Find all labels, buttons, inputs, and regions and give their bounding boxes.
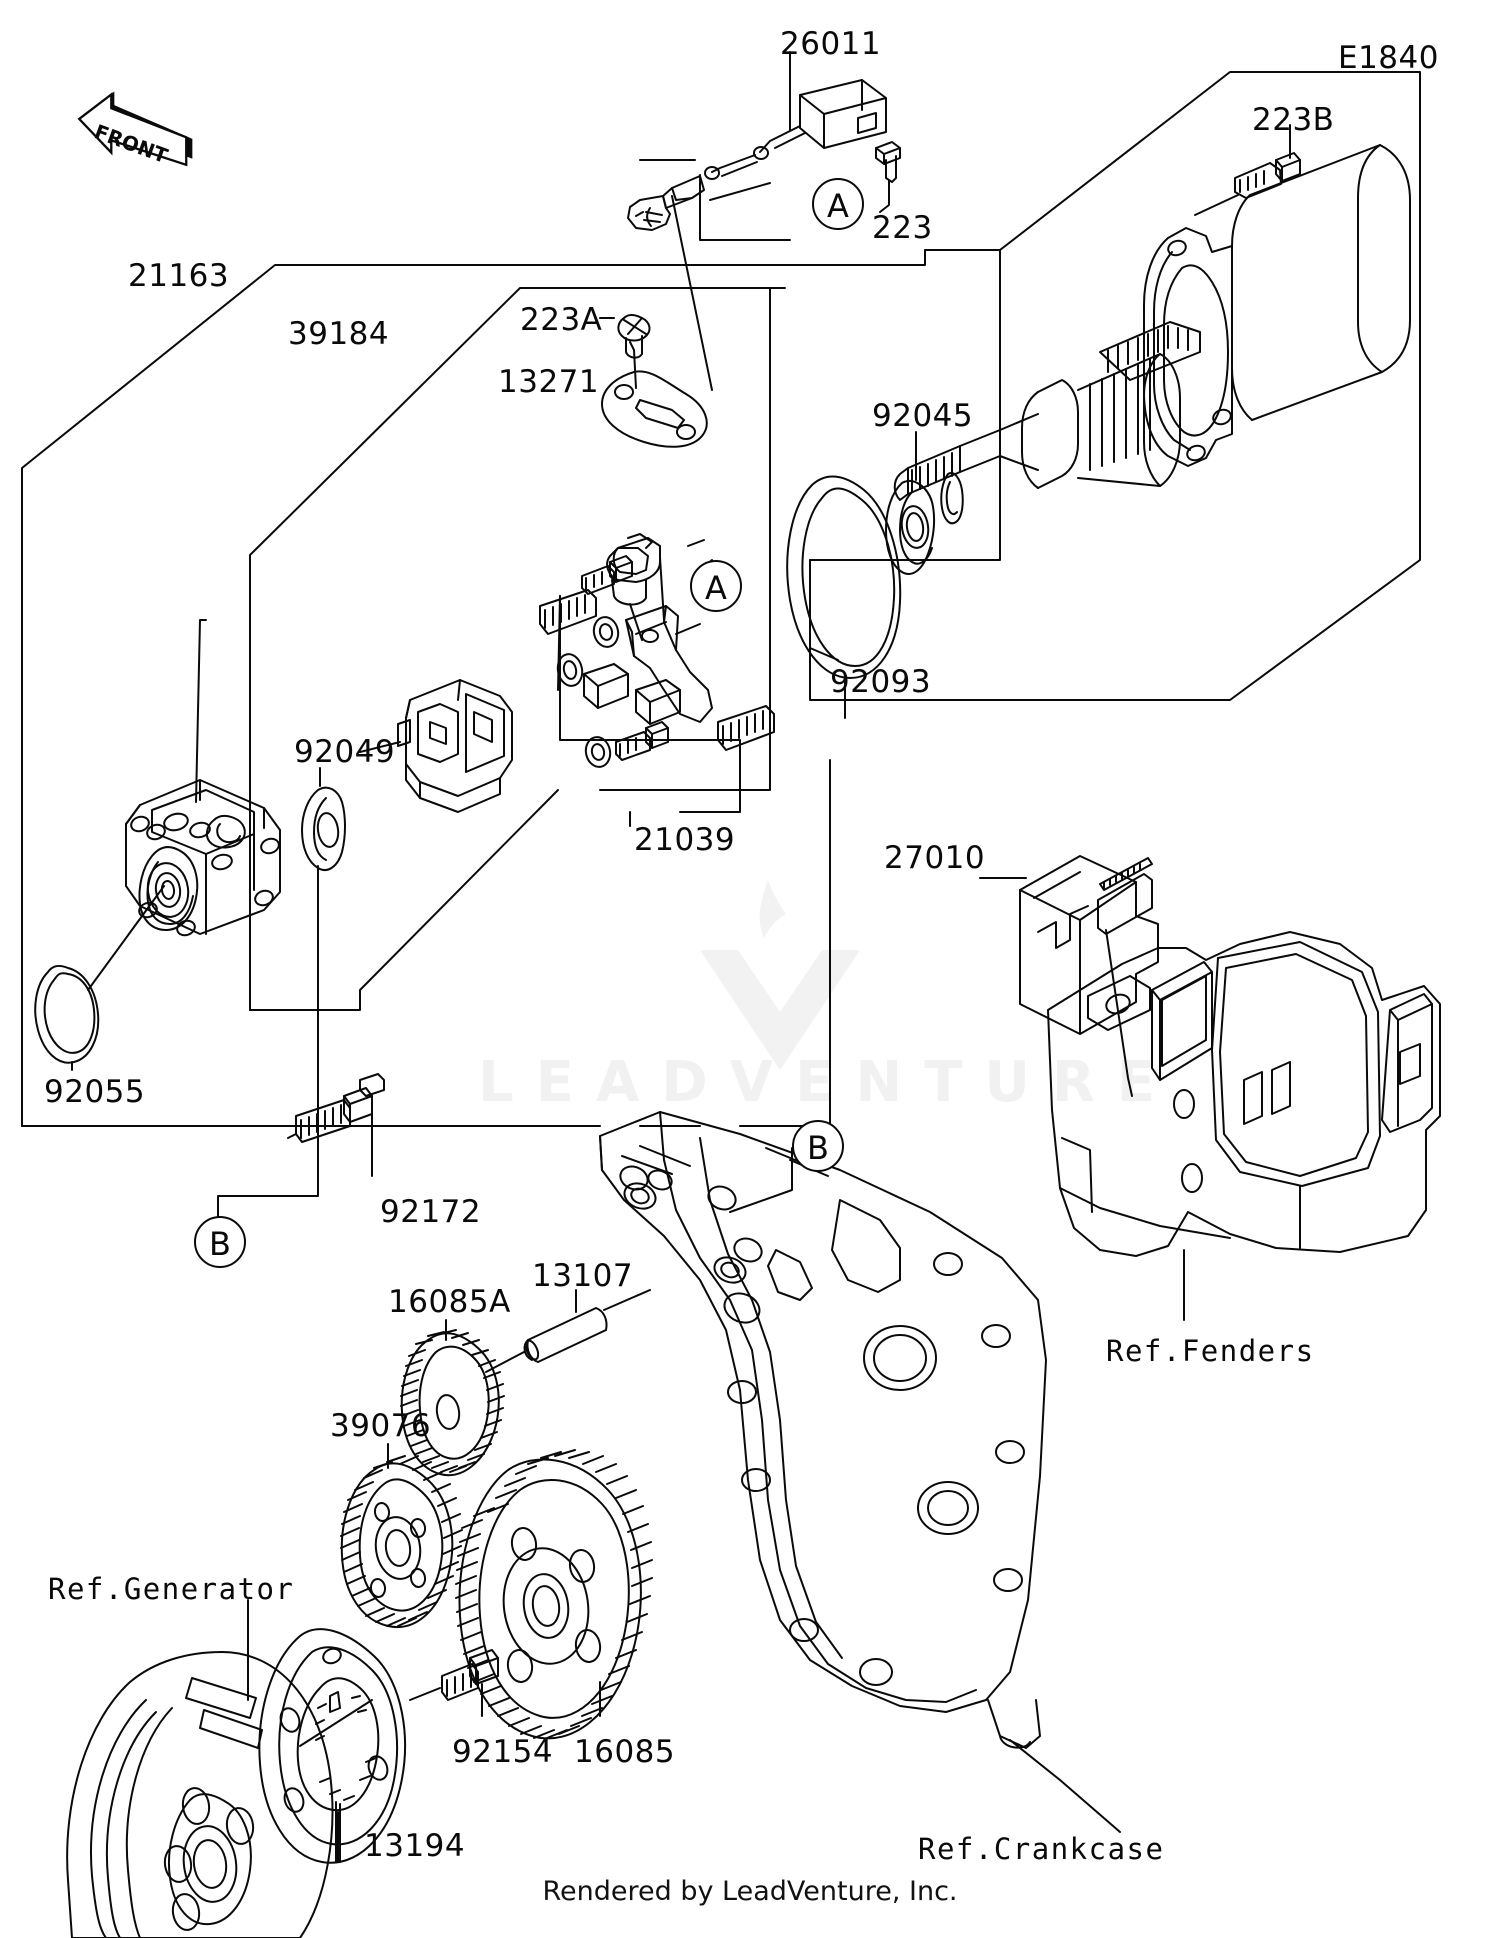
- leader-endcover-top: [195, 619, 207, 803]
- part-label-26011[interactable]: 26011: [780, 26, 882, 62]
- part-end-cover-housing: [125, 779, 281, 937]
- part-92154-bolt: [441, 1649, 499, 1701]
- leader-27010-tail: [1105, 929, 1133, 1097]
- leader-13107-tail: [485, 1351, 525, 1373]
- part-motor-yoke-housing: [1143, 144, 1411, 467]
- leader-13194-x: [337, 1809, 341, 1863]
- part-223A-screw: [617, 314, 651, 359]
- callout-b-left[interactable]: B: [194, 1216, 246, 1268]
- part-39076-clutch-gear: [340, 1455, 463, 1629]
- part-16085A-idler-gear: [400, 1329, 505, 1477]
- part-label-39076[interactable]: 39076: [330, 1408, 432, 1444]
- leader-92055-tail: [87, 885, 165, 991]
- callout-a-center-line: [687, 539, 705, 547]
- part-223-nut: [875, 141, 901, 183]
- callout-bracket-b-left: [217, 1157, 319, 1217]
- ref-fenders-label[interactable]: Ref.Fenders: [1106, 1334, 1315, 1368]
- part-brush-plate-housing: [397, 679, 513, 813]
- part-label-92055[interactable]: 92055: [44, 1074, 146, 1110]
- part-13271-terminal-plate: [601, 370, 708, 448]
- leader-21039: [559, 595, 741, 827]
- part-label-223B[interactable]: 223B: [1252, 102, 1335, 138]
- part-16085-ring-gear: [455, 1449, 653, 1740]
- part-label-92172[interactable]: 92172: [380, 1194, 482, 1230]
- ref-generator-flywheel: [66, 1651, 334, 1938]
- footer-credit: Rendered by LeadVenture, Inc.: [542, 1876, 958, 1907]
- leader-223B-tail: [1194, 194, 1239, 216]
- part-label-21039[interactable]: 21039: [634, 822, 736, 858]
- part-label-21163[interactable]: 21163: [128, 258, 230, 294]
- brush-washer-lower: [584, 736, 612, 768]
- sheet-box-e1840: [809, 71, 1421, 701]
- ref-generator-label[interactable]: Ref.Generator: [48, 1572, 295, 1606]
- leader-223: [879, 179, 890, 213]
- ref-fenders-bracket: [1047, 931, 1441, 1257]
- leader-13271-dash: [629, 341, 637, 389]
- part-label-16085A[interactable]: 16085A: [388, 1284, 511, 1320]
- callout-bracket-b-right: [729, 1147, 793, 1213]
- part-label-92049[interactable]: 92049: [294, 734, 396, 770]
- leader-13194-slash: [299, 1699, 373, 1747]
- callout-a-center[interactable]: A: [690, 560, 742, 612]
- brush-spring-2: [717, 705, 775, 751]
- sheet-code-label: E1840: [1338, 40, 1439, 76]
- part-13107-shaft: [523, 1307, 608, 1363]
- part-snap-ring: [940, 472, 964, 525]
- part-label-27010[interactable]: 27010: [884, 840, 986, 876]
- group-box-39184: [249, 287, 786, 1011]
- leader-grommet: [629, 603, 643, 641]
- part-armature: [893, 321, 1201, 501]
- front-direction-badge: FRONT: [77, 91, 193, 168]
- watermark-text: LEADVENTURE: [478, 1050, 1178, 1115]
- leader-ref-crankcase: [1009, 1739, 1121, 1833]
- leader-92154-tail: [409, 1687, 441, 1701]
- part-label-13271[interactable]: 13271: [498, 364, 600, 400]
- part-92055-o-ring: [34, 964, 100, 1064]
- callout-b-right[interactable]: B: [792, 1120, 844, 1172]
- part-label-223[interactable]: 223: [872, 210, 933, 246]
- leader-92093: [809, 647, 839, 661]
- part-label-39184[interactable]: 39184: [288, 316, 390, 352]
- shaft-axis-line: [603, 1289, 651, 1311]
- brush-spring-1: [539, 589, 597, 635]
- leader-92172-tail: [287, 1133, 297, 1139]
- part-label-92045[interactable]: 92045: [872, 398, 974, 434]
- brush-screw-upper: [581, 555, 633, 595]
- part-92049-oil-seal: [301, 786, 346, 871]
- leadventure-logo-watermark: [700, 880, 860, 1070]
- brush-washer-mid: [592, 616, 620, 648]
- part-27010-relay: [1019, 855, 1159, 1035]
- part-label-92154[interactable]: 92154: [452, 1734, 554, 1770]
- part-92172-bolt: [295, 1073, 385, 1143]
- ref-crankcase-cover: [599, 1111, 1047, 1749]
- part-label-13107[interactable]: 13107: [532, 1258, 634, 1294]
- part-label-223A[interactable]: 223A: [520, 302, 603, 338]
- ref-crankcase-label[interactable]: Ref.Crankcase: [918, 1832, 1165, 1866]
- part-label-13194[interactable]: 13194: [364, 1828, 466, 1864]
- part-223B-bolt: [1234, 152, 1301, 199]
- callout-a-top[interactable]: A: [812, 178, 864, 230]
- leader-housing: [359, 741, 401, 753]
- leader-connector-to-plate: [671, 195, 713, 391]
- part-label-16085[interactable]: 16085: [574, 1734, 676, 1770]
- part-92093-o-ring: [786, 475, 902, 679]
- part-92045-ball-bearing: [885, 480, 936, 575]
- part-label-92093[interactable]: 92093: [830, 664, 932, 700]
- callout-bracket-a-top: [639, 159, 791, 241]
